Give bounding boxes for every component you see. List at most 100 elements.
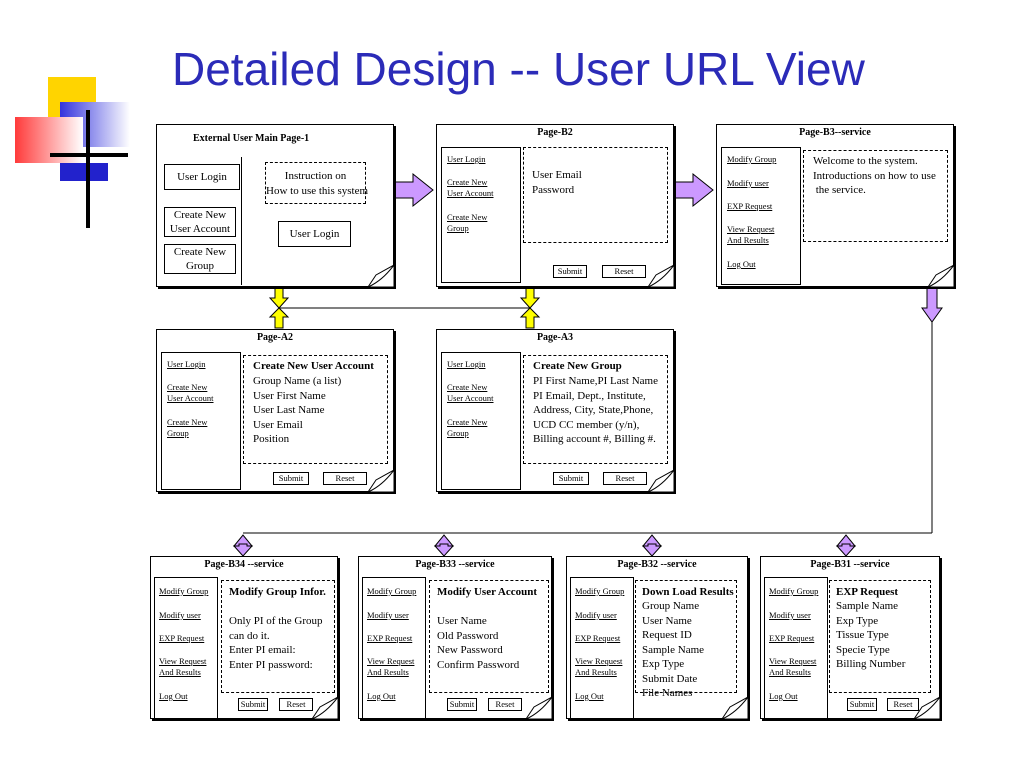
submit-button[interactable]: Submit xyxy=(553,265,587,278)
link-log-out[interactable]: Log Out xyxy=(159,691,188,701)
link-exp-request[interactable]: EXP Request xyxy=(367,633,413,643)
link-view-request[interactable]: View Request And Results xyxy=(727,224,775,245)
page-a2-sidebar: User Login Create New User Account Creat… xyxy=(161,352,241,490)
reset-button[interactable]: Reset xyxy=(887,698,919,711)
link-modify-user[interactable]: Modify user xyxy=(159,610,201,620)
page-b32-heading: Down Load Results xyxy=(642,586,734,598)
arrow-b32-up xyxy=(641,543,663,557)
link-view-request[interactable]: View Request And Results xyxy=(575,656,623,677)
create-user-account-button[interactable]: Create New User Account xyxy=(164,207,236,237)
link-modify-group[interactable]: Modify Group xyxy=(575,586,625,596)
arrow-a3-b2 xyxy=(519,307,541,329)
link-log-out[interactable]: Log Out xyxy=(769,691,798,701)
instruction-box: Instruction on How to use this system xyxy=(265,162,368,204)
link-user-login[interactable]: User Login xyxy=(447,359,486,369)
page-b2-form: User Email Password xyxy=(523,147,668,243)
page-b3-welcome: Welcome to the system. Introductions on … xyxy=(813,155,936,196)
link-view-request[interactable]: View Request And Results xyxy=(769,656,817,677)
user-login-button[interactable]: User Login xyxy=(164,164,240,190)
link-view-request[interactable]: View Request And Results xyxy=(159,656,207,677)
link-exp-request[interactable]: EXP Request xyxy=(159,633,205,643)
page-1: External User Main Page-1 User Login Cre… xyxy=(156,124,394,287)
link-log-out[interactable]: Log Out xyxy=(727,259,756,269)
page-b33-fields: User Name Old Password New Password Conf… xyxy=(437,615,520,671)
link-log-out[interactable]: Log Out xyxy=(367,691,396,701)
page-a3-heading: Create New Group xyxy=(533,360,622,372)
arrow-a2-p1 xyxy=(268,307,290,329)
page-b31-form: EXP Request Sample Name Exp Type Tissue … xyxy=(829,580,931,693)
page-a2-fields: Group Name (a list) User First Name User… xyxy=(253,375,342,445)
link-user-login[interactable]: User Login xyxy=(447,154,486,164)
arrow-b3-down xyxy=(921,285,943,323)
link-exp-request[interactable]: EXP Request xyxy=(727,201,773,211)
submit-button[interactable]: Submit xyxy=(238,698,268,711)
link-modify-group[interactable]: Modify Group xyxy=(727,154,777,164)
reset-button[interactable]: Reset xyxy=(323,472,367,485)
page-fold-icon xyxy=(914,697,940,719)
page-b34-fields: Only PI of the Group can do it. Enter PI… xyxy=(229,615,323,671)
logo-graphic xyxy=(15,77,130,228)
page-fold-icon xyxy=(648,470,674,492)
link-modify-group[interactable]: Modify Group xyxy=(159,586,209,596)
page-b34-title: Page-B34 --service xyxy=(204,559,284,570)
page-b31: Page-B31 --service Modify Group Modify u… xyxy=(760,556,940,719)
page-a3-sidebar: User Login Create New User Account Creat… xyxy=(441,352,521,490)
arrow-p1-a2 xyxy=(268,286,290,309)
link-modify-user[interactable]: Modify user xyxy=(575,610,617,620)
arrow-b2-a3 xyxy=(519,286,541,309)
submit-button[interactable]: Submit xyxy=(447,698,477,711)
link-exp-request[interactable]: EXP Request xyxy=(769,633,815,643)
reset-button[interactable]: Reset xyxy=(602,265,646,278)
page-b32: Page-B32 --service Modify Group Modify u… xyxy=(566,556,748,719)
user-login-submit-button[interactable]: User Login xyxy=(278,221,351,247)
reset-button[interactable]: Reset xyxy=(279,698,313,711)
page-1-sidebar-divider xyxy=(241,157,242,285)
page-fold-icon xyxy=(928,265,954,287)
submit-button[interactable]: Submit xyxy=(273,472,309,485)
page-b32-sidebar: Modify Group Modify user EXP Request Vie… xyxy=(570,577,634,719)
link-modify-group[interactable]: Modify Group xyxy=(367,586,417,596)
link-user-login[interactable]: User Login xyxy=(167,359,206,369)
page-a2-heading: Create New User Account xyxy=(253,360,374,372)
page-b31-sidebar: Modify Group Modify user EXP Request Vie… xyxy=(764,577,828,719)
page-b31-fields: Sample Name Exp Type Tissue Type Specie … xyxy=(836,600,906,670)
link-modify-user[interactable]: Modify user xyxy=(769,610,811,620)
page-fold-icon xyxy=(368,470,394,492)
link-view-request[interactable]: View Request And Results xyxy=(367,656,415,677)
link-create-group[interactable]: Create New Group xyxy=(167,417,208,438)
create-group-button[interactable]: Create New Group xyxy=(164,244,236,274)
page-b34-heading: Modify Group Infor. xyxy=(229,586,326,598)
link-create-user-account[interactable]: Create New User Account xyxy=(447,177,494,198)
page-fold-icon xyxy=(312,697,338,719)
page-fold-icon xyxy=(648,265,674,287)
arrow-b2-to-b3 xyxy=(672,172,714,208)
page-b2-title: Page-B2 xyxy=(537,127,573,138)
submit-button[interactable]: Submit xyxy=(847,698,877,711)
link-create-group[interactable]: Create New Group xyxy=(447,417,488,438)
reset-button[interactable]: Reset xyxy=(488,698,522,711)
slide-title: Detailed Design -- User URL View xyxy=(172,43,865,95)
link-create-user-account[interactable]: Create New User Account xyxy=(447,382,494,403)
page-b33: Page-B33 --service Modify Group Modify u… xyxy=(358,556,552,719)
page-b31-heading: EXP Request xyxy=(836,586,899,598)
page-b34: Page-B34 --service Modify Group Modify u… xyxy=(150,556,338,719)
submit-button[interactable]: Submit xyxy=(553,472,589,485)
link-create-user-account[interactable]: Create New User Account xyxy=(167,382,214,403)
page-b34-form: Modify Group Infor. Only PI of the Group… xyxy=(221,580,335,693)
reset-button[interactable]: Reset xyxy=(603,472,647,485)
link-modify-user[interactable]: Modify user xyxy=(727,178,769,188)
link-exp-request[interactable]: EXP Request xyxy=(575,633,621,643)
page-fold-icon xyxy=(722,697,748,719)
link-modify-user[interactable]: Modify user xyxy=(367,610,409,620)
page-b3: Page-B3--service Modify Group Modify use… xyxy=(716,124,954,287)
page-fold-icon xyxy=(526,697,552,719)
page-b33-form: Modify User Account User Name Old Passwo… xyxy=(429,580,549,693)
link-log-out[interactable]: Log Out xyxy=(575,691,604,701)
slide-logo xyxy=(10,75,140,230)
arrow-b34-up xyxy=(232,543,254,557)
link-create-group[interactable]: Create New Group xyxy=(447,212,488,233)
page-b2-sidebar: User Login Create New User Account Creat… xyxy=(441,147,521,283)
page-a3: Page-A3 User Login Create New User Accou… xyxy=(436,329,674,492)
link-modify-group[interactable]: Modify Group xyxy=(769,586,819,596)
